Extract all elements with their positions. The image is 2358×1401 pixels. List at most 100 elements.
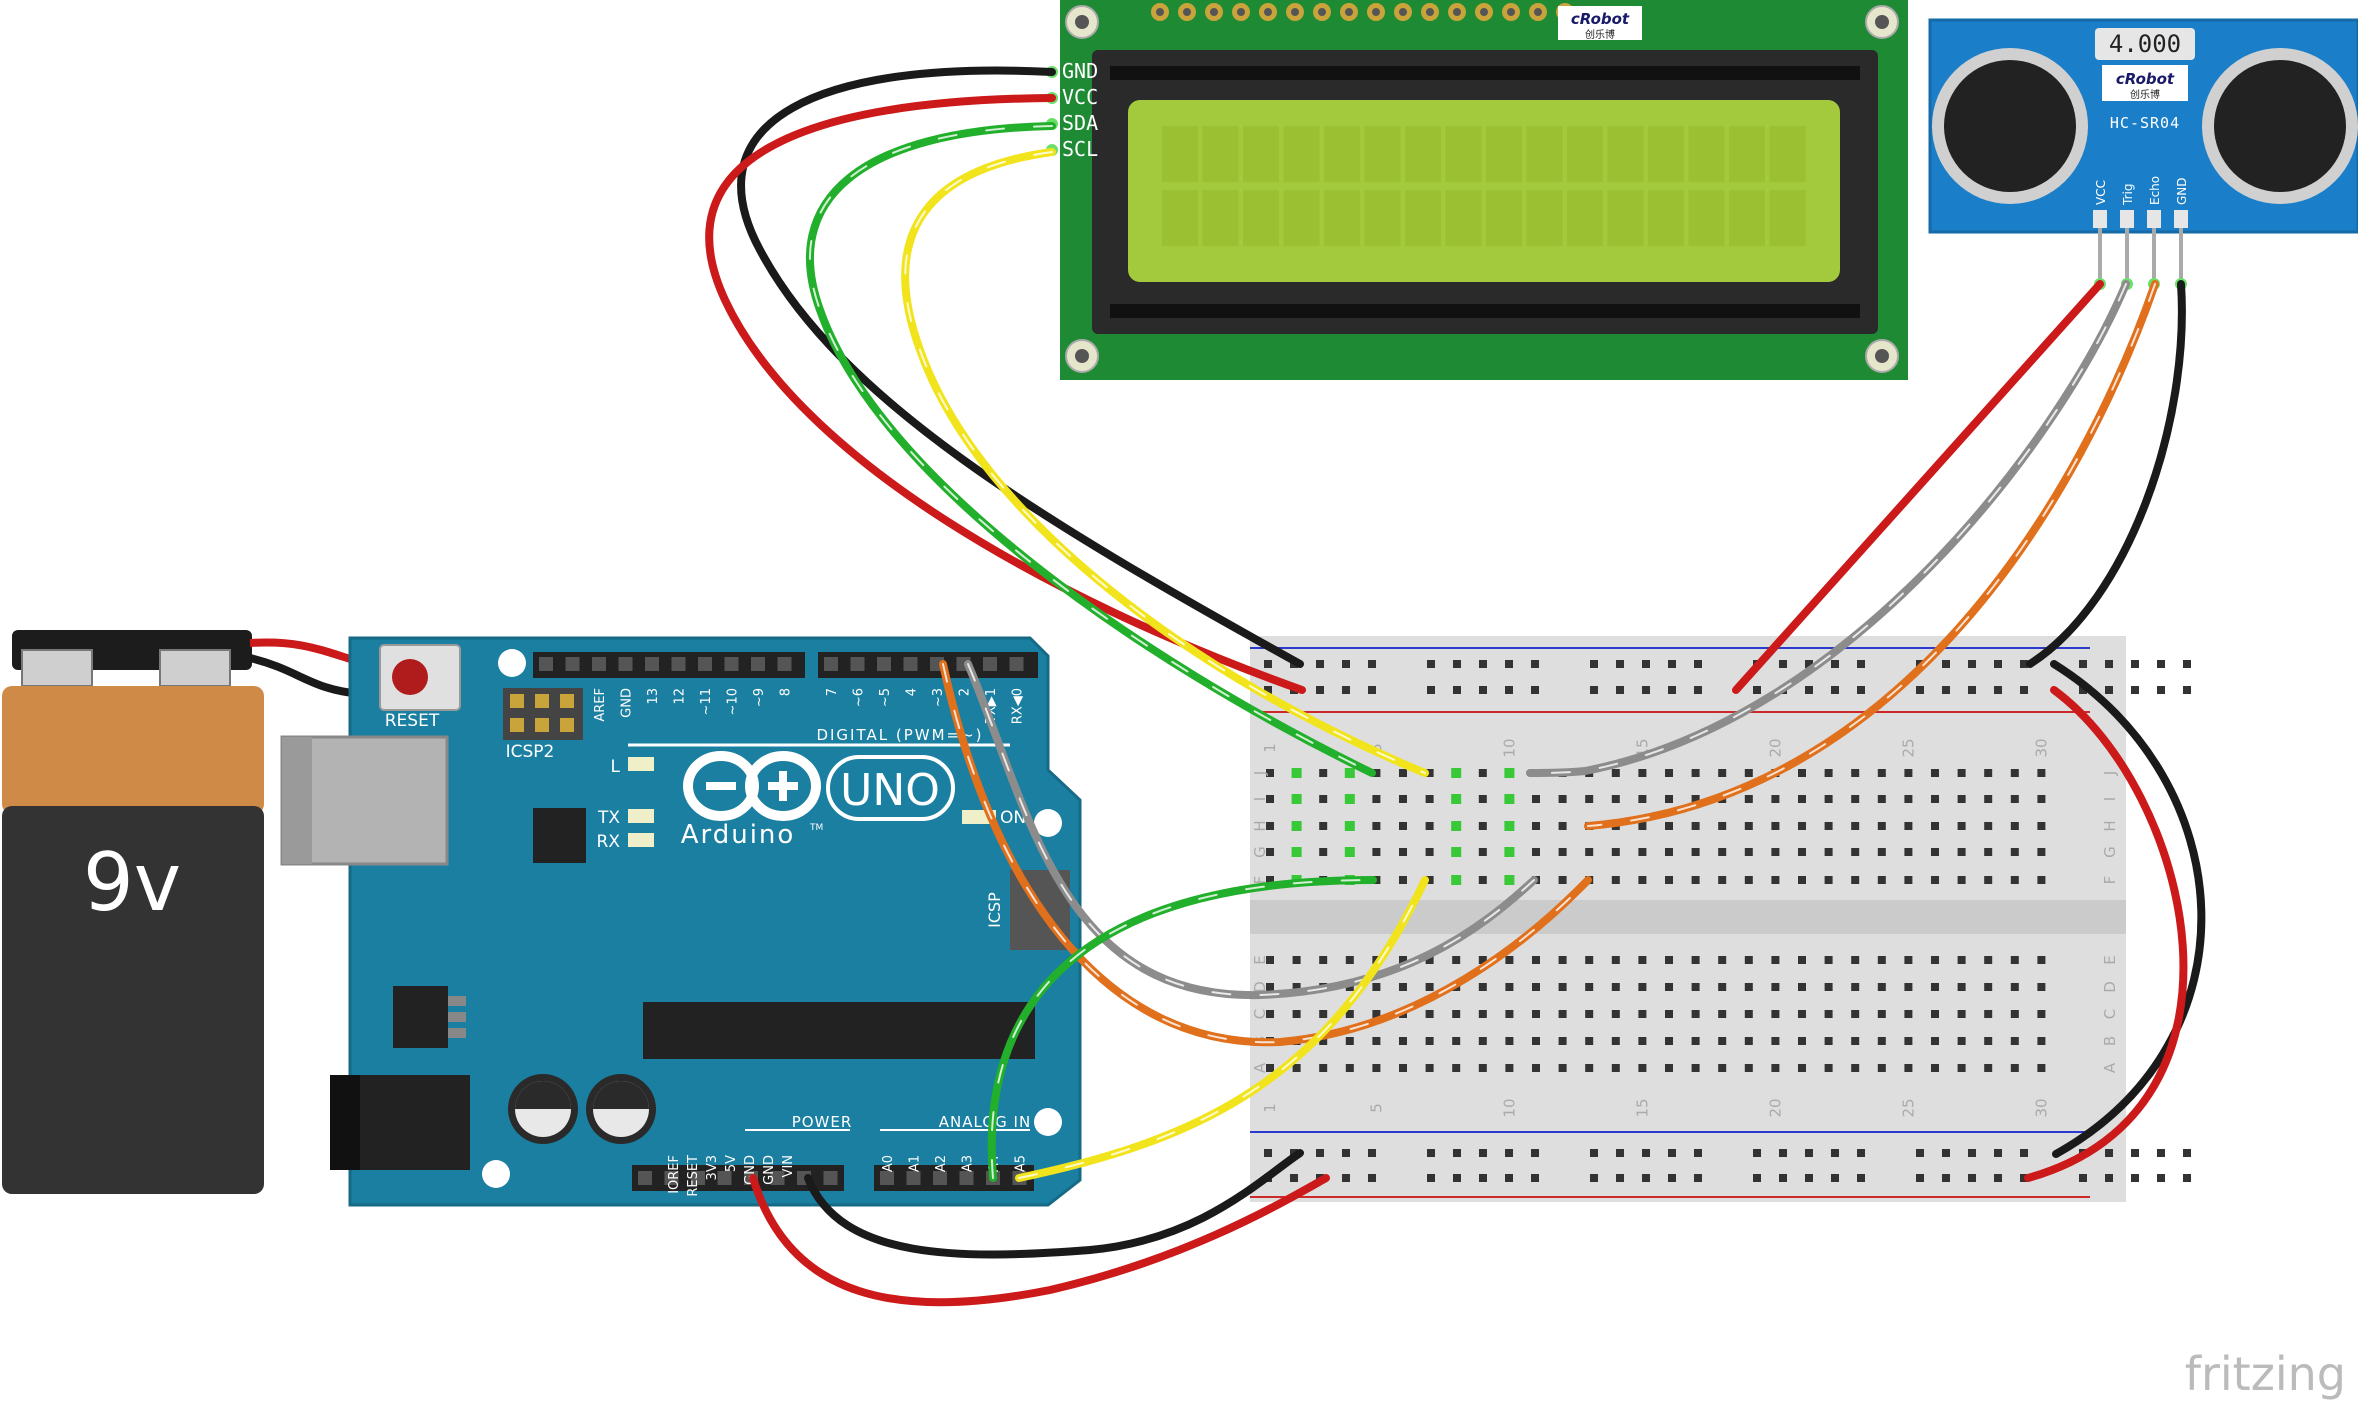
rail-hole	[1968, 1149, 1976, 1157]
breadboard-hole	[1372, 769, 1381, 777]
rail-hole	[2131, 660, 2139, 668]
rail-hole	[1342, 660, 1350, 668]
rail-hole	[1479, 1174, 1487, 1182]
breadboard-hole	[1771, 795, 1780, 803]
rail-hole	[1264, 1149, 1272, 1157]
breadboard-hole	[2037, 1037, 2046, 1045]
breadboard-hole	[1558, 795, 1567, 803]
breadboard-hole	[1904, 876, 1913, 884]
breadboard-hole	[1558, 1037, 1567, 1045]
rail-hole	[1590, 660, 1598, 668]
breadboard-hole	[1532, 1064, 1540, 1072]
breadboard-hole	[2037, 848, 2046, 856]
breadboard-hole-connected	[1504, 794, 1515, 804]
header-pin	[510, 718, 524, 732]
rail-hole	[2079, 660, 2087, 668]
breadboard-hole	[1691, 876, 1700, 884]
breadboard-hole	[1771, 956, 1780, 964]
rail-hole	[1668, 1174, 1676, 1182]
breadboard-hole	[1744, 822, 1753, 830]
breadboard-hole	[1957, 1064, 1966, 1072]
breadboard-hole	[1851, 1037, 1860, 1045]
rail-hole	[1531, 686, 1539, 694]
breadboard-hole	[1957, 848, 1966, 856]
sensor-version: 4.000	[2109, 30, 2181, 58]
breadboard-hole	[1984, 1037, 1993, 1045]
lcd-char-cell	[1243, 190, 1279, 246]
breadboard-column-number: 20	[1766, 738, 1784, 757]
rail-hole	[1668, 660, 1676, 668]
rail-hole	[1694, 1174, 1702, 1182]
breadboard-hole	[1665, 795, 1673, 803]
breadboard-hole	[1877, 1037, 1886, 1045]
breadboard-hole	[1718, 769, 1727, 777]
breadboard-hole	[1691, 1037, 1700, 1045]
breadboard-hole	[1319, 1064, 1328, 1072]
breadboard-hole	[1691, 983, 1700, 991]
rail-hole	[1753, 686, 1761, 694]
arduino-tm: TM	[809, 823, 823, 833]
lcd-char-cell	[1202, 190, 1239, 246]
breadboard-hole	[1931, 956, 1939, 964]
breadboard-hole	[1824, 1064, 1833, 1072]
header-pin	[664, 1171, 679, 1185]
breadboard-hole	[1585, 848, 1594, 856]
rail-hole	[2157, 686, 2165, 694]
breadboard-hole	[2010, 1064, 2019, 1072]
breadboard-hole	[1931, 1064, 1939, 1072]
rail-hole	[1642, 686, 1650, 694]
breadboard-hole	[1931, 876, 1939, 884]
breadboard-hole	[2010, 795, 2019, 803]
breadboard-hole	[1399, 822, 1407, 830]
lcd-char-cell	[1405, 190, 1441, 246]
mounting-hole	[1034, 809, 1062, 837]
header-pin	[671, 657, 686, 671]
wire-arduino-d2	[939, 660, 1592, 1047]
rail-hole	[1694, 686, 1702, 694]
breadboard-hole	[1904, 769, 1913, 777]
breadboard-hole	[2037, 983, 2046, 991]
rail-hole	[1505, 1174, 1513, 1182]
breadboard-hole	[1824, 956, 1833, 964]
lcd-pin-label: VCC	[1062, 85, 1098, 109]
rail-hole	[1316, 660, 1324, 668]
breadboard-hole	[1292, 1064, 1301, 1072]
breadboard-hole	[1665, 1037, 1673, 1045]
breadboard-hole	[1478, 1037, 1487, 1045]
breadboard-hole	[1638, 956, 1647, 964]
led-rx-label: RX	[597, 832, 621, 852]
lcd-char-cell	[1202, 126, 1239, 182]
breadboard-column-number: 5	[1367, 1103, 1385, 1113]
breadboard-hole	[1266, 956, 1274, 964]
wire-rail-gnd-jumper	[2050, 660, 2206, 1158]
header-pin	[933, 1171, 947, 1185]
pin-label: A1	[908, 1155, 923, 1172]
breadboard-hole	[1851, 795, 1860, 803]
breadboard-hole-connected	[1504, 875, 1515, 885]
breadboard-hole	[1452, 956, 1461, 964]
lcd-char-cell	[1688, 126, 1725, 182]
header-pin	[903, 657, 918, 671]
breadboard-row-letter: C	[1251, 1009, 1269, 1019]
breadboard-hole	[2010, 822, 2019, 830]
breadboard-hole-connected	[1504, 847, 1515, 857]
breadboard-hole	[1771, 1064, 1780, 1072]
breadboard-hole	[1877, 769, 1886, 777]
breadboard-hole	[1266, 1010, 1274, 1018]
rail-hole	[2183, 686, 2191, 694]
breadboard-row-letter: B	[2101, 1036, 2119, 1046]
breadboard-hole	[1372, 822, 1381, 830]
breadboard-hole	[1718, 822, 1727, 830]
rail-hole	[1857, 1174, 1865, 1182]
breadboard-hole	[1611, 1064, 1620, 1072]
breadboard-hole	[1292, 983, 1301, 991]
breadboard-hole	[1478, 983, 1487, 991]
header-pin	[560, 718, 574, 732]
battery-top-band	[2, 686, 264, 814]
breadboard-hole	[1478, 822, 1487, 830]
rail-hole	[1779, 1149, 1787, 1157]
breadboard-hole	[1319, 956, 1328, 964]
mounting-hole	[1034, 1108, 1062, 1136]
